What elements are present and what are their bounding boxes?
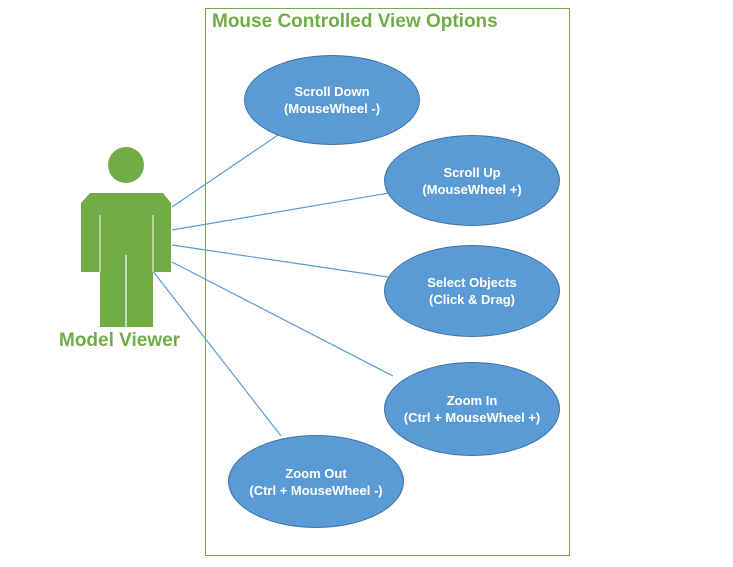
actor-head xyxy=(108,147,144,183)
connectors xyxy=(151,132,394,437)
connector-scroll-up xyxy=(171,192,390,231)
system-title: Mouse Controlled View Options xyxy=(212,11,498,32)
use-case-name: Zoom Out xyxy=(285,465,347,481)
use-case-name: Select Objects xyxy=(427,275,517,290)
use-case-name: Scroll Up xyxy=(443,164,501,180)
connector-zoom-in xyxy=(171,261,394,377)
use-case-scroll-up: Scroll Up (MouseWheel +) xyxy=(384,135,560,226)
actor-label: Model Viewer xyxy=(59,330,181,351)
use-case-scroll-down: Scroll Down (MouseWheel -) xyxy=(244,55,420,145)
use-case-shortcut: (Ctrl + MouseWheel -) xyxy=(249,482,383,498)
use-case-name: Scroll Down xyxy=(294,84,370,99)
person-icon xyxy=(81,147,171,327)
use-case-shortcut: (Click & Drag) xyxy=(429,292,515,307)
connector-select-objects xyxy=(171,244,389,278)
system-boundary xyxy=(205,8,570,556)
use-case-zoom-out: Zoom Out (Ctrl + MouseWheel -) xyxy=(228,435,404,528)
use-case-shortcut: (MouseWheel -) xyxy=(283,101,381,116)
connector-scroll-down xyxy=(171,132,282,208)
use-case-shortcut: (Ctrl + MouseWheel +) xyxy=(403,410,541,425)
use-case-shortcut: (MouseWheel +) xyxy=(422,181,522,197)
use-case-select-objects: Select Objects (Click & Drag) xyxy=(384,245,560,337)
connector-zoom-out xyxy=(151,269,282,437)
use-case-zoom-in: Zoom In (Ctrl + MouseWheel +) xyxy=(384,362,560,456)
use-case-name: Zoom In xyxy=(446,393,498,408)
